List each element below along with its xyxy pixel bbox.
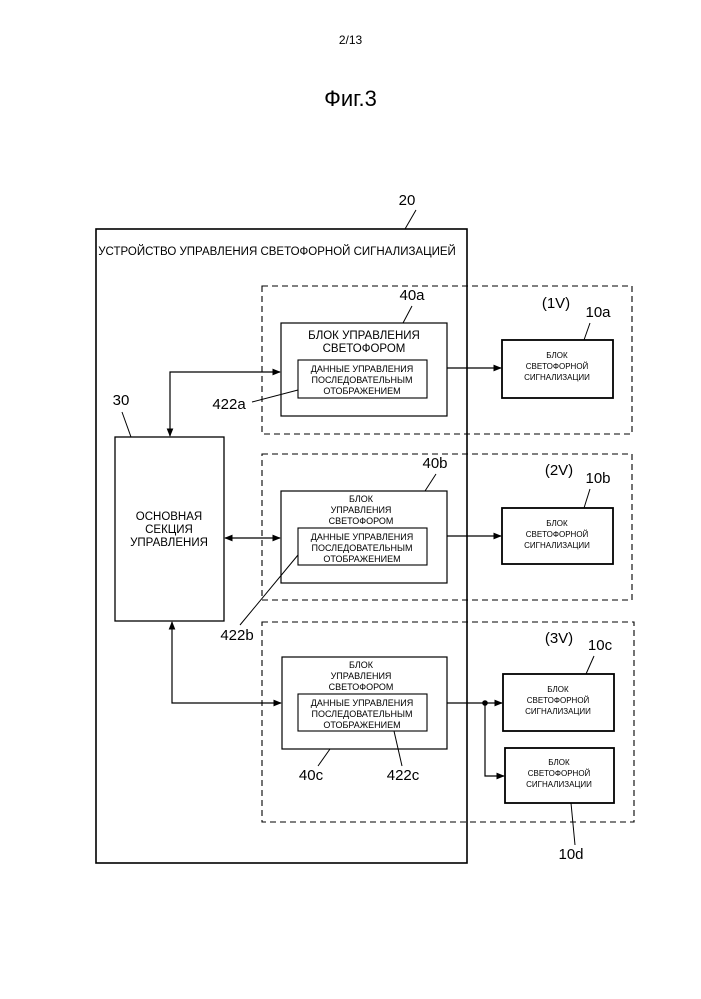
data-422a-ref: 422a <box>212 396 246 413</box>
data-422b-line-1: ДАННЫЕ УПРАВЛЕНИЯ <box>311 532 413 542</box>
data-422c-line-3: ОТОБРАЖЕНИЕМ <box>323 720 400 730</box>
signal-10d-ref-leader <box>571 803 575 845</box>
block-40a-line-1: БЛОК УПРАВЛЕНИЯ <box>308 330 420 342</box>
signal-10d-line-2: СВЕТОФОРНОЙ <box>528 769 591 778</box>
device-title: УСТРОЙСТВО УПРАВЛЕНИЯ СВЕТОФОРНОЙ СИГНАЛ… <box>98 245 456 258</box>
signal-10b-ref-leader <box>584 489 590 508</box>
block-40a-ref-leader <box>403 306 412 323</box>
arrow-junction-to-10d <box>485 703 504 776</box>
group-2v-label: (2V) <box>545 462 573 479</box>
group-1v-label: (1V) <box>542 295 570 312</box>
signal-10a-line-3: СИГНАЛИЗАЦИИ <box>524 373 590 382</box>
signal-10a-ref-leader <box>584 323 590 340</box>
data-422c-ref: 422c <box>387 767 420 784</box>
signal-10b-line-3: СИГНАЛИЗАЦИИ <box>524 541 590 550</box>
data-422c-line-2: ПОСЛЕДОВАТЕЛЬНЫМ <box>312 709 413 719</box>
block-40b-line-2: УПРАВЛЕНИЯ <box>331 505 392 515</box>
group-3v-label: (3V) <box>545 630 573 647</box>
block-40b-ref-leader <box>425 474 436 491</box>
signal-10a-line-2: СВЕТОФОРНОЙ <box>526 362 589 371</box>
data-422b-line-2: ПОСЛЕДОВАТЕЛЬНЫМ <box>312 543 413 553</box>
signal-10c-line-1: БЛОК <box>547 685 569 694</box>
block-40c-line-1: БЛОК <box>349 660 374 670</box>
signal-10a-ref: 10a <box>585 304 611 321</box>
block-40b-ref: 40b <box>422 455 447 472</box>
signal-10c-ref: 10c <box>588 637 613 654</box>
main-control-label-line-1: ОСНОВНАЯ <box>136 511 202 523</box>
signal-10c-line-3: СИГНАЛИЗАЦИИ <box>525 707 591 716</box>
signal-10d-line-3: СИГНАЛИЗАЦИИ <box>526 780 592 789</box>
signal-10b-line-1: БЛОК <box>546 519 568 528</box>
main-control-label-line-3: УПРАВЛЕНИЯ <box>130 537 208 549</box>
signal-10c-ref-leader <box>586 656 594 674</box>
data-422c-line-1: ДАННЫЕ УПРАВЛЕНИЯ <box>311 698 413 708</box>
block-40a-ref: 40a <box>399 287 425 304</box>
block-40b-line-1: БЛОК <box>349 494 374 504</box>
main-control-ref: 30 <box>113 392 130 409</box>
block-40c-line-2: УПРАВЛЕНИЯ <box>331 671 392 681</box>
main-control-label-line-2: СЕКЦИЯ <box>145 524 193 536</box>
data-422b-line-3: ОТОБРАЖЕНИЕМ <box>323 554 400 564</box>
block-40c-ref-leader <box>318 749 330 766</box>
signal-10d-line-1: БЛОК <box>548 758 570 767</box>
signal-10b-ref: 10b <box>585 470 610 487</box>
data-422a-line-2: ПОСЛЕДОВАТЕЛЬНЫМ <box>312 375 413 385</box>
signal-10a-line-1: БЛОК <box>546 351 568 360</box>
signal-10c-line-2: СВЕТОФОРНОЙ <box>527 696 590 705</box>
data-422a-line-3: ОТОБРАЖЕНИЕМ <box>323 386 400 396</box>
block-40c-ref: 40c <box>299 767 324 784</box>
group-3v-frame <box>262 622 634 822</box>
data-422b-ref-leader <box>240 555 298 625</box>
block-40c-line-3: СВЕТОФОРОМ <box>329 682 394 692</box>
data-422b-ref: 422b <box>220 627 253 644</box>
data-422a-ref-leader <box>252 390 298 402</box>
device-ref-leader <box>405 210 416 229</box>
signal-10d-ref: 10d <box>558 846 583 863</box>
signal-10b-line-2: СВЕТОФОРНОЙ <box>526 530 589 539</box>
device-ref: 20 <box>399 192 416 209</box>
data-422a-line-1: ДАННЫЕ УПРАВЛЕНИЯ <box>311 364 413 374</box>
main-control-ref-leader <box>122 412 131 437</box>
block-40a-line-2: СВЕТОФОРОМ <box>323 343 406 355</box>
block-40b-line-3: СВЕТОФОРОМ <box>329 516 394 526</box>
